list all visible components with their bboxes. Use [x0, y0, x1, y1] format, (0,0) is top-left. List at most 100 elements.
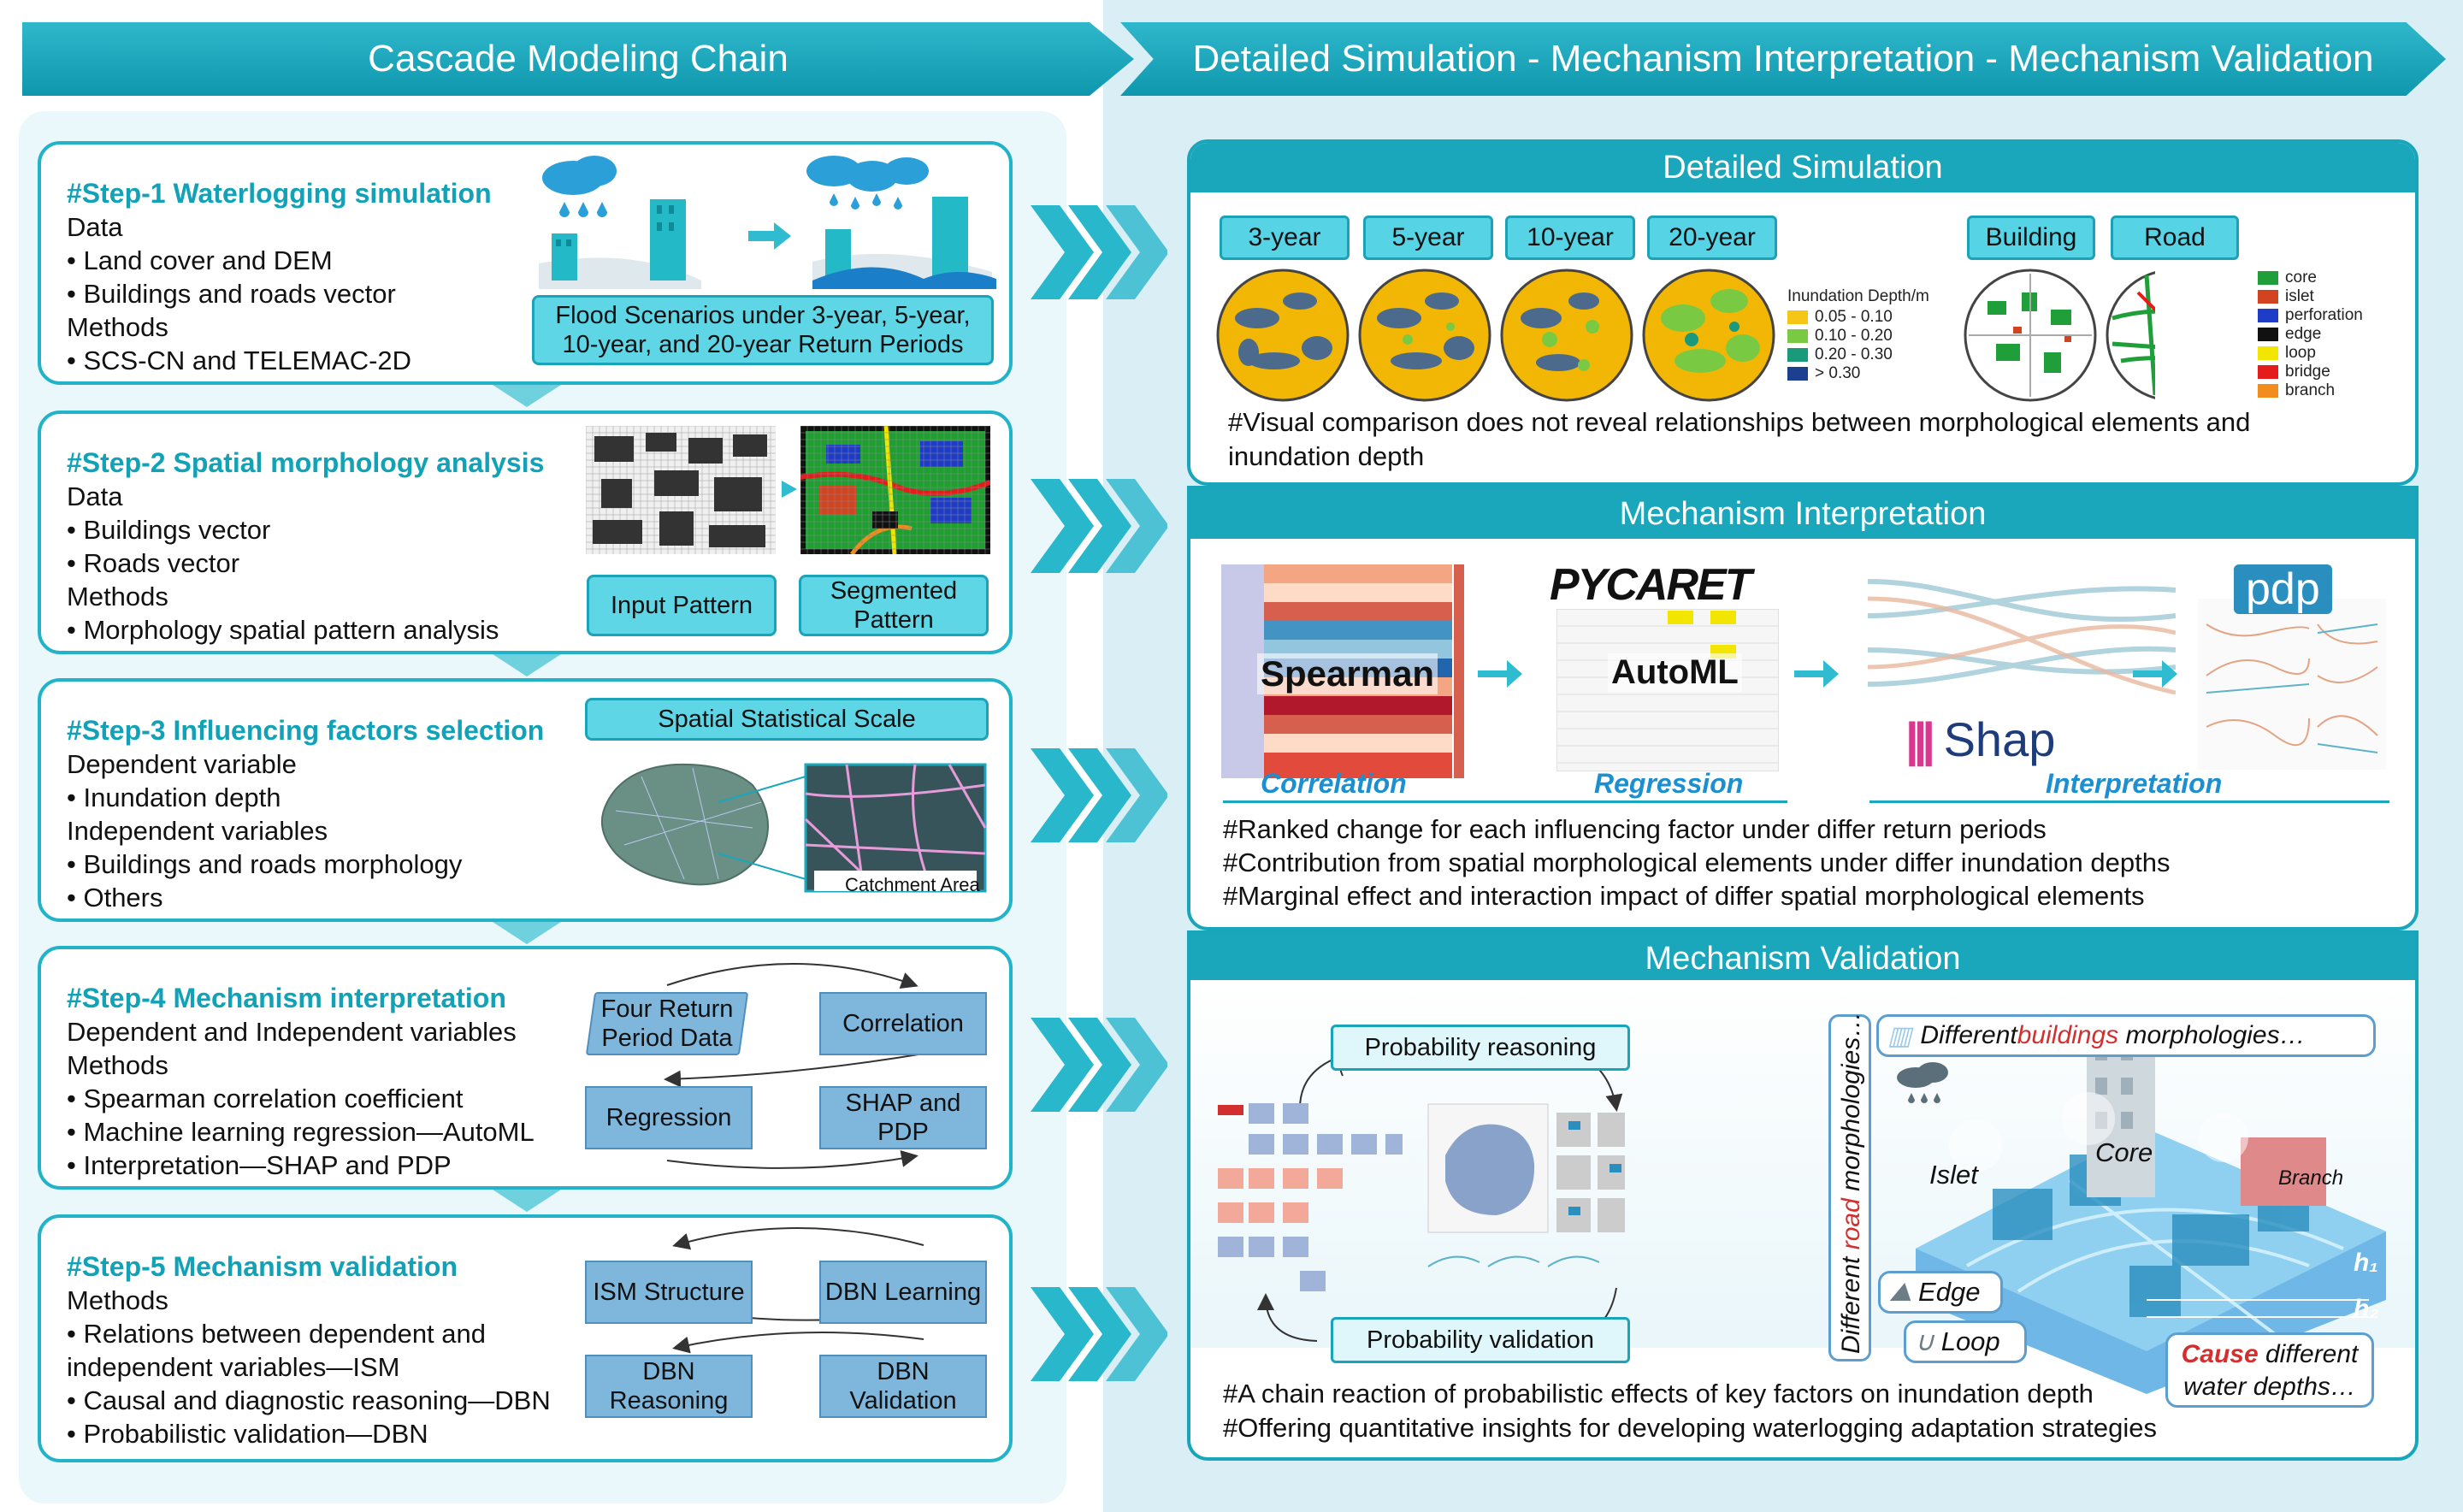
four-return-period-text: Four Return Period Data [600, 995, 734, 1052]
shap-pdp-box: SHAP and PDP [819, 1086, 987, 1149]
step-5-line: • Causal and diagnostic reasoning—DBN [67, 1385, 551, 1415]
step-2-line: • Roads vector [67, 548, 240, 578]
cause-word: Cause [2181, 1340, 2259, 1368]
depth-legend-label: 0.05 - 0.10 [1815, 308, 1893, 326]
down-arrow [493, 385, 561, 407]
ism-structure-text: ISM Structure [593, 1279, 745, 1306]
mechanism-interpretation-header: Mechanism Interpretation [1190, 489, 2415, 539]
step-5-flow-arrows [666, 1227, 924, 1354]
chevron-icon [1031, 1018, 1167, 1112]
shap-bars-icon: ||| [1905, 712, 1935, 766]
probability-reasoning-text: Probability reasoning [1364, 1034, 1597, 1061]
swatch [2258, 327, 2278, 341]
morph-legend-item: core [2258, 269, 2363, 287]
mechanism-validation-header: Mechanism Validation [1190, 934, 2415, 983]
cause-rest: different [2258, 1340, 2359, 1368]
arrow-icon [1478, 660, 1522, 688]
loop-tag: ∪Loop [1904, 1320, 2027, 1363]
probability-validation-box: Probability validation [1331, 1317, 1630, 1363]
step-3-line: • Others [67, 883, 163, 913]
down-arrow [493, 1190, 561, 1212]
roads-tag: Different road morphologies… [1828, 1012, 1871, 1361]
catchment-map [601, 763, 987, 893]
period-label: 10-year [1527, 223, 1614, 251]
period-10-year: 10-year [1505, 216, 1635, 260]
h2-label: h₂ [2354, 1295, 2379, 1323]
morph-legend-label: islet [2285, 287, 2314, 305]
step-1-line: • SCS-CN and TELEMAC-2D [67, 346, 412, 375]
step-3-line: Independent variables [67, 816, 328, 846]
morph-legend-label: edge [2285, 325, 2322, 343]
roads-word: road [1837, 1198, 1865, 1250]
automl-label: AutoML [1608, 653, 1742, 692]
interpretation-caption: Interpretation [2046, 768, 2223, 799]
correlation-caption: Correlation [1261, 768, 1407, 799]
spatial-scale-text: Spatial Statistical Scale [658, 706, 916, 733]
right-banner: Detailed Simulation - Mechanism Interpre… [1120, 22, 2446, 96]
interp-underline [1869, 800, 2389, 803]
interp-note-1: #Ranked change for each influencing fact… [1223, 814, 2047, 844]
city-illustration [1897, 1026, 2386, 1394]
depth-legend-label: > 0.30 [1815, 364, 1861, 382]
depth-legend-item: 0.20 - 0.30 [1787, 346, 1929, 364]
pdp-plots [2198, 599, 2386, 770]
four-return-period-box: Four Return Period Data [585, 992, 749, 1055]
swatch [2258, 308, 2278, 322]
input-pattern-grid [586, 426, 776, 554]
chevron-icon [1031, 748, 1167, 842]
cause-line-2: water depths… [2183, 1373, 2356, 1401]
correlation-box: Correlation [819, 992, 987, 1055]
step-2-line: Data [67, 481, 123, 511]
input-pattern-text: Input Pattern [610, 592, 753, 619]
swatch [1787, 328, 1808, 343]
step-4-box: #Step-4 Mechanism interpretation Depende… [38, 946, 1013, 1190]
interp-underline [1223, 800, 1787, 803]
interp-note-3: #Marginal effect and interaction impact … [1223, 881, 2145, 911]
roads-tag-text: Different road morphologies… [1833, 1012, 1870, 1354]
loop-icon: ∪ [1915, 1326, 1934, 1356]
chevron-icon [1031, 1287, 1167, 1381]
morph-legend-item: perforation [2258, 306, 2363, 325]
period-5-year: 5-year [1363, 216, 1493, 260]
probability-validation-text: Probability validation [1367, 1326, 1594, 1354]
swatch [2258, 289, 2278, 304]
shap-label: Shap [1943, 712, 2056, 766]
period-label: 20-year [1669, 223, 1756, 251]
step-1-title: #Step-1 Waterlogging simulation [67, 178, 492, 209]
core-label: Core [2095, 1137, 2153, 1167]
step-2-line: • Buildings vector [67, 515, 271, 545]
roads-pre: Different [1837, 1249, 1865, 1354]
detailed-simulation-header: Detailed Simulation [1190, 143, 2415, 192]
step-3-line: • Inundation depth [67, 783, 281, 812]
dbn-learning-box: DBN Learning [819, 1261, 987, 1324]
shap-plot [1868, 579, 2176, 695]
step-1-line: • Land cover and DEM [67, 245, 333, 275]
input-pattern-box: Input Pattern [587, 575, 777, 636]
morph-label: Building [1985, 223, 2077, 251]
pdp-logo: pdp [2234, 564, 2332, 614]
period-3-year: 3-year [1220, 216, 1350, 260]
buildings-tag: ▥ Different buildings morphologies… [1876, 1014, 2376, 1057]
buildings-pre: Different [1920, 1021, 2017, 1049]
morph-legend-item: loop [2258, 344, 2363, 363]
regression-text: Regression [605, 1104, 732, 1131]
detailed-note-2: inundation depth [1228, 441, 1425, 471]
step-4-line: • Interpretation—SHAP and PDP [67, 1150, 452, 1180]
swatch [1787, 366, 1808, 381]
depth-legend-title: Inundation Depth/m [1787, 287, 1929, 305]
chevron-icon [1031, 205, 1167, 299]
step-2-title: #Step-2 Spatial morphology analysis [67, 447, 545, 478]
morph-building: Building [1967, 216, 2095, 260]
valid-note-1: #A chain reaction of probabilistic effec… [1223, 1379, 2094, 1409]
ism-structure-box: ISM Structure [585, 1261, 753, 1324]
detailed-note-1: #Visual comparison does not reveal relat… [1228, 407, 2251, 437]
swatch [2258, 383, 2278, 398]
step-1-line: Methods [67, 312, 168, 342]
correlation-text: Correlation [842, 1010, 964, 1037]
dbn-validation-text: DBN Validation [849, 1358, 957, 1415]
left-banner-text: Cascade Modeling Chain [368, 38, 789, 80]
roads-post: morphologies… [1837, 1011, 1865, 1199]
buildings-post: morphologies… [2118, 1021, 2306, 1049]
morph-legend-item: branch [2258, 381, 2363, 400]
arrow-icon [2133, 660, 2177, 688]
